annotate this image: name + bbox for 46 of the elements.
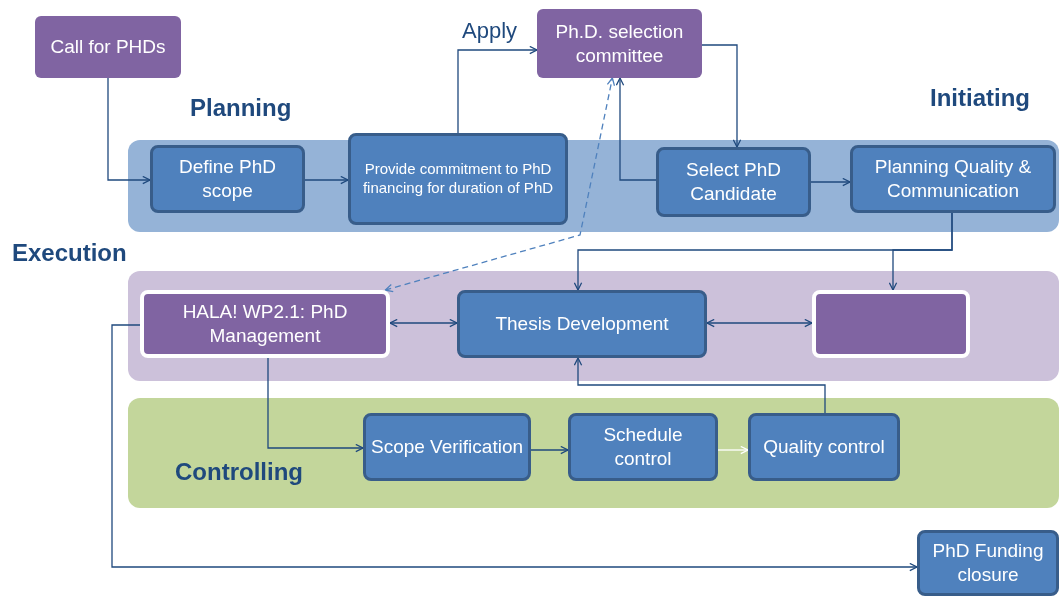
arrow [717, 445, 749, 455]
arrow [701, 44, 742, 148]
phase-heading: Execution [12, 241, 127, 265]
box-text: Define PhD scope [177, 155, 278, 203]
process-box [140, 290, 390, 358]
arrow [107, 77, 151, 185]
box-text: Scope Verification [370, 435, 524, 459]
arrow [457, 45, 538, 134]
process-box [457, 290, 707, 358]
process-box [568, 413, 718, 481]
box-text: HALA! WP2.1: PhD Management [181, 300, 349, 348]
box-text: Schedule control [602, 423, 684, 471]
box-text: Call for PHDs [50, 35, 166, 59]
phase-heading: Initiating [930, 86, 1030, 110]
phase-band [128, 398, 1059, 508]
box-text: Ph.D. selection committee [554, 19, 685, 68]
phase-heading: Controlling [175, 460, 303, 484]
process-box [348, 133, 568, 225]
arrow [888, 212, 953, 291]
arrow [573, 357, 826, 414]
arrow [389, 318, 458, 328]
box-text: PhD Funding closure [931, 539, 1045, 587]
process-box [35, 16, 181, 78]
empty-box [812, 290, 970, 358]
box-text: Provide commitment to PhD financing for duration of PhD [361, 160, 555, 198]
box-text: Thesis Development [495, 312, 669, 336]
arrow [304, 175, 349, 185]
arrow [706, 318, 813, 328]
arrow [111, 324, 918, 572]
box-text: Planning Quality & Communication [873, 155, 1033, 203]
process-box [917, 530, 1059, 596]
box-text: Select PhD Candidate [684, 158, 782, 206]
process-box [850, 145, 1056, 213]
box-text: Quality control [763, 435, 885, 459]
process-box [748, 413, 900, 481]
process-box [656, 147, 811, 217]
arrow [615, 77, 657, 181]
process-box [150, 145, 305, 213]
arrow [530, 445, 569, 455]
edge-label: Apply [460, 20, 520, 42]
arrow [810, 177, 851, 187]
process-box [537, 9, 702, 78]
arrow [384, 77, 616, 293]
process-box [363, 413, 531, 481]
arrow [267, 357, 364, 453]
phase-heading: Planning [190, 96, 292, 120]
